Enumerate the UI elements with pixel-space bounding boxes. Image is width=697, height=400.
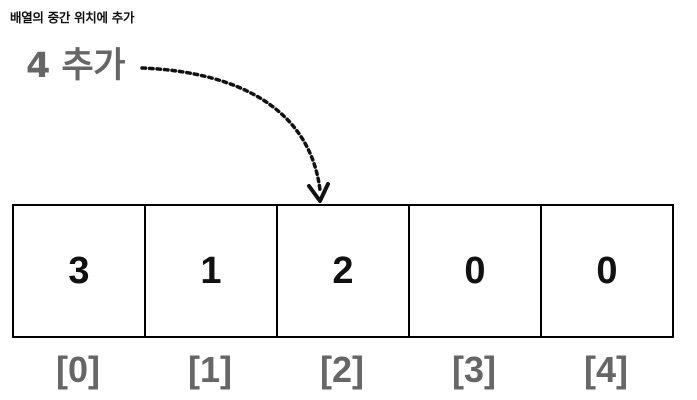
array-index-label: [4] [584, 349, 628, 390]
insert-arrow-path [140, 66, 322, 192]
add-element-label: 4 추가 [26, 46, 125, 86]
insert-arrowhead [307, 182, 330, 203]
array-cell: 3 [12, 204, 146, 338]
array-index-label: [2] [320, 349, 364, 390]
array-index-label: [3] [452, 349, 496, 390]
array-cell: 0 [408, 204, 542, 338]
array-indices: [0] [1] [2] [3] [4] [12, 344, 672, 396]
array-index-label: [0] [56, 349, 100, 390]
array-cell: 1 [144, 204, 278, 338]
array-cell: 2 [276, 204, 410, 338]
array-cell: 0 [540, 204, 674, 338]
array-cells: 3 1 2 0 0 [12, 204, 674, 338]
diagram-title: 배열의 중간 위치에 추가 [10, 10, 135, 25]
array-index-label: [1] [188, 349, 232, 390]
